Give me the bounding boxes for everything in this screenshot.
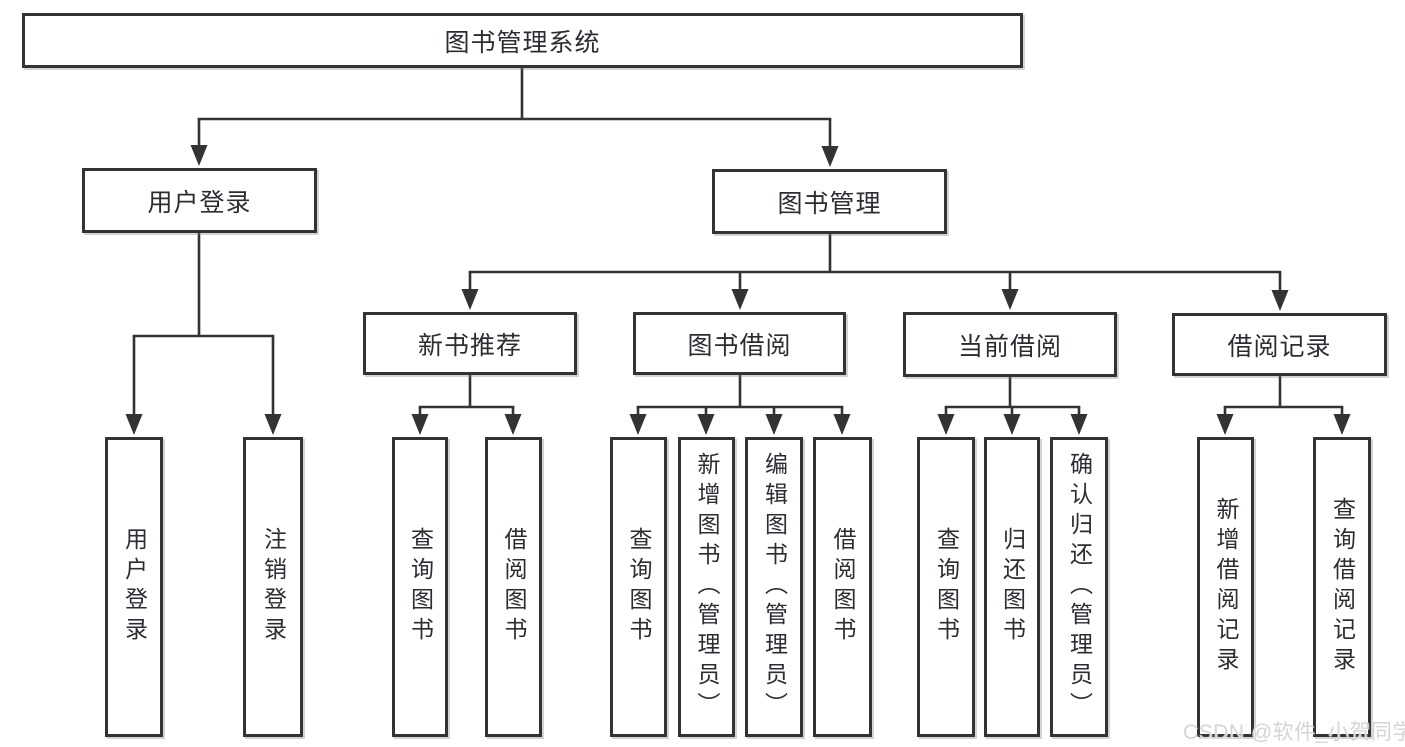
leaf-user-login-label: 用户登录 (121, 527, 148, 647)
leaf-confirm-return-admin-label: 确认归还（管理员） (1066, 452, 1093, 722)
leaf-borrow-books-2: 借阅图书 (813, 437, 872, 737)
leaf-borrow-books-1: 借阅图书 (485, 437, 542, 737)
leaf-add-book-admin: 新增图书（管理员） (678, 437, 735, 737)
node-user-login: 用户登录 (82, 168, 317, 233)
leaf-edit-book-admin: 编辑图书（管理员） (745, 437, 803, 737)
node-borrowing-records: 借阅记录 (1172, 313, 1387, 376)
node-user-login-label: 用户登录 (147, 188, 252, 217)
node-book-management-label: 图书管理 (777, 189, 882, 218)
leaf-query-books-1-label: 查询图书 (407, 527, 434, 647)
node-book-borrowing: 图书借阅 (633, 312, 846, 375)
leaf-query-books-2-label: 查询图书 (626, 527, 652, 647)
node-current-borrowing-label: 当前借阅 (957, 332, 1062, 361)
leaf-add-book-admin-label: 新增图书（管理员） (694, 452, 720, 722)
node-current-borrowing: 当前借阅 (903, 312, 1117, 377)
leaf-logout: 注销登录 (243, 437, 303, 737)
node-book-management: 图书管理 (712, 169, 947, 234)
leaf-edit-book-admin-label: 编辑图书（管理员） (761, 452, 788, 722)
node-borrowing-records-label: 借阅记录 (1227, 332, 1332, 361)
node-root: 图书管理系统 (22, 13, 1023, 68)
leaf-query-borrow-record: 查询借阅记录 (1313, 437, 1371, 737)
leaf-user-login: 用户登录 (105, 437, 163, 737)
leaf-borrow-books-1-label: 借阅图书 (501, 527, 527, 647)
leaf-logout-label: 注销登录 (260, 527, 287, 647)
leaf-return-books-label: 归还图书 (999, 527, 1026, 647)
leaf-query-books-3: 查询图书 (917, 437, 975, 737)
node-root-label: 图书管理系统 (444, 28, 601, 57)
leaf-confirm-return-admin: 确认归还（管理员） (1050, 437, 1108, 737)
leaf-query-books-1: 查询图书 (392, 437, 448, 737)
leaf-query-books-3-label: 查询图书 (933, 527, 960, 647)
leaf-add-borrow-record: 新增借阅记录 (1197, 437, 1254, 737)
node-book-borrowing-label: 图书借阅 (687, 331, 792, 360)
node-new-book-recommend-label: 新书推荐 (417, 331, 522, 360)
watermark-text: CSDN @软件_小贺同学 (1183, 721, 1405, 744)
leaf-query-borrow-record-label: 查询借阅记录 (1329, 497, 1356, 677)
leaf-return-books: 归还图书 (984, 437, 1040, 737)
leaf-query-books-2: 查询图书 (610, 437, 667, 737)
node-new-book-recommend: 新书推荐 (363, 312, 577, 375)
leaf-borrow-books-2-label: 借阅图书 (830, 527, 856, 647)
leaf-add-borrow-record-label: 新增借阅记录 (1213, 497, 1239, 677)
